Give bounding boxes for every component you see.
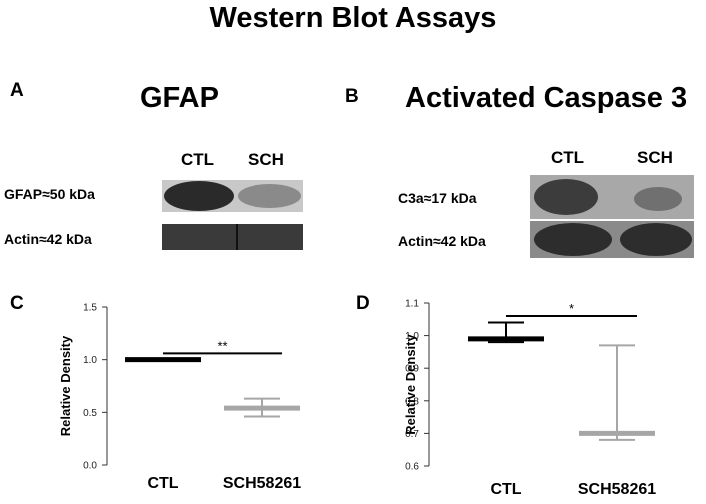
panel-a-letter: A (10, 80, 24, 101)
panel-b-c3a-blot (530, 175, 694, 219)
page-title: Western Blot Assays (209, 2, 497, 34)
panel-a-row-gfap-label: GFAP≈50 kDa (4, 186, 95, 202)
panel-b-actin-ctl-band (534, 223, 612, 256)
x-category-label: SCH58261 (578, 481, 656, 498)
x-category-label: CTL (490, 481, 521, 498)
y-axis-title: Relative Density (403, 334, 418, 435)
panel-c-letter: C (10, 293, 24, 314)
panel-a-row-actin-label: Actin≈42 kDa (4, 231, 92, 247)
panel-b-actin-blot (530, 221, 694, 258)
panel-b-lane-sch: SCH (637, 148, 673, 167)
y-tick-label: 1.0 (405, 331, 419, 342)
panel-a-gfap-blot (162, 180, 303, 212)
panel-b-title: Activated Caspase 3 (405, 82, 688, 114)
y-tick-label: 0.9 (405, 364, 419, 375)
panel-a-actin-blot (162, 224, 303, 250)
y-tick-label: 1.5 (83, 303, 97, 314)
y-tick-label: 0.7 (405, 429, 419, 440)
y-tick-label: 0.0 (83, 461, 97, 472)
y-axis-title: Relative Density (58, 335, 73, 436)
y-tick-label: 0.8 (405, 396, 419, 407)
panel-b-c3a-sch-band (634, 187, 682, 211)
y-tick-label: 0.5 (83, 408, 97, 419)
panel-b-row-actin-label: Actin≈42 kDa (398, 233, 486, 249)
significance-label: ** (217, 338, 227, 353)
panel-b-c3a-ctl-band (534, 179, 598, 215)
panel-a-gfap-sch-band (238, 184, 301, 208)
panel-b-letter: B (345, 86, 359, 107)
panel-a-actin-splice (236, 224, 238, 250)
panel-b-actin-sch-band (620, 223, 692, 256)
y-tick-label: 1.1 (405, 299, 419, 310)
panel-a-lane-ctl: CTL (181, 150, 215, 169)
significance-label: * (569, 301, 574, 316)
x-category-label: CTL (147, 475, 178, 492)
panel-d-letter: D (356, 293, 370, 314)
panel-b-lane-ctl: CTL (551, 148, 585, 167)
panel-a-lane-sch: SCH (248, 150, 284, 169)
panel-a-gfap-ctl-band (164, 181, 234, 211)
x-category-label: SCH58261 (223, 475, 301, 492)
y-tick-label: 0.6 (405, 462, 419, 473)
panel-b-row-c3a-label: C3a≈17 kDa (398, 190, 477, 206)
y-tick-label: 1.0 (83, 355, 97, 366)
panel-a-title: GFAP (140, 82, 219, 114)
